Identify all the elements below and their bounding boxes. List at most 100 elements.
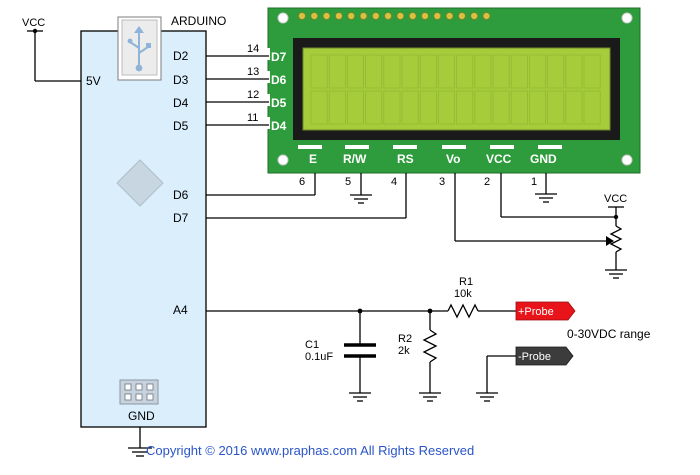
- lcd-pin-vo-label: Vo: [446, 152, 460, 166]
- lcd-pin-11-number: 11: [247, 112, 258, 124]
- lcd-pin-4-number: 4: [391, 176, 397, 188]
- lcd-pin-d6-label: D6: [271, 73, 287, 87]
- lcd-pin-13-number: 13: [247, 66, 259, 78]
- lcd-cell: [547, 90, 565, 125]
- lcd-cell: [310, 90, 328, 125]
- lcd-pin-3-number: 3: [439, 176, 445, 188]
- lcd-module: D7 D6 D5 D4 E R/W RS Vo VCC GND: [266, 7, 641, 174]
- lcd-cell: [437, 90, 455, 125]
- lcd-cell: [401, 54, 419, 89]
- vcc-label-pot: VCC: [604, 193, 627, 205]
- voltage-divider: R1 10k R2 2k C1 0.1uF: [206, 276, 516, 402]
- lcd-pin-d5-label: D5: [271, 96, 287, 110]
- lcd-cell: [365, 90, 383, 125]
- lcd-cell: [529, 54, 547, 89]
- pin-a4-label: A4: [173, 303, 188, 317]
- lcd-header-pin: [409, 12, 417, 20]
- lcd-pin-d7-label: D7: [271, 50, 287, 64]
- lcd-pin-12-number: 12: [247, 89, 259, 101]
- lcd-cell: [346, 54, 364, 89]
- r1-name: R1: [459, 276, 473, 288]
- pin-d3-label: D3: [173, 73, 189, 87]
- lcd-pin-6-number: 6: [299, 176, 305, 188]
- lcd-header-pin: [298, 12, 306, 20]
- lcd-pin-gnd-label: GND: [530, 152, 557, 166]
- lcd-cell: [401, 90, 419, 125]
- lcd-header-pin: [445, 12, 454, 20]
- data-bus-wires: 14 13 12 11: [206, 43, 269, 126]
- r2-name: R2: [398, 333, 412, 345]
- lcd-pin-rs-label: RS: [397, 152, 414, 166]
- arduino-ground: [128, 427, 152, 457]
- pin-d2-label: D2: [173, 49, 189, 63]
- resistor-r1: R1 10k: [447, 276, 516, 319]
- pin-d4-label: D4: [173, 96, 189, 110]
- lcd-cell: [328, 90, 346, 125]
- lcd-cell: [383, 54, 401, 89]
- pin-d7-label: D7: [173, 211, 189, 225]
- lcd-header-pin: [458, 12, 466, 20]
- capacitor-c1: C1 0.1uF: [305, 311, 376, 402]
- lcd-header-pin: [384, 12, 392, 20]
- usb-connector-icon: [117, 16, 162, 81]
- lcd-pin-14-number: 14: [247, 43, 259, 55]
- lcd-header-pin: [335, 12, 343, 20]
- lcd-header-pin: [322, 12, 331, 20]
- lcd-cell: [474, 54, 492, 89]
- lcd-pin-2-number: 2: [484, 176, 490, 188]
- lcd-header-pin: [421, 12, 429, 20]
- lcd-cell: [529, 90, 547, 125]
- lcd-pin-d4-label: D4: [271, 119, 287, 133]
- lcd-header-pin: [347, 12, 355, 20]
- lcd-header-pin: [359, 12, 368, 20]
- lcd-pin-e-label: E: [309, 152, 317, 166]
- lcd-cell: [583, 90, 601, 125]
- icsp-header-icon: [119, 379, 159, 405]
- copyright-notice: Copyright © 2016 www.praphas.com All Rig…: [146, 443, 474, 458]
- lcd-cell: [456, 54, 474, 89]
- lcd-cell: [437, 54, 455, 89]
- lcd-pin-vcc-label: VCC: [486, 152, 512, 166]
- pin-d5-label: D5: [173, 119, 189, 133]
- lcd-cell: [510, 90, 528, 125]
- probe-minus-label: -Probe: [518, 351, 551, 363]
- lcd-cell: [492, 54, 510, 89]
- lcd-header-pin: [470, 12, 478, 20]
- lcd-control-wires: 6 5 4 3 2 1: [206, 173, 619, 242]
- vcc-label-arduino: VCC: [22, 17, 45, 29]
- lcd-cell: [310, 54, 328, 89]
- lcd-cell: [565, 54, 583, 89]
- lcd-pin-1-number: 1: [531, 176, 537, 188]
- r2-value: 2k: [398, 345, 410, 357]
- lcd-cell: [565, 90, 583, 125]
- probe-range-label: 0-30VDC range: [567, 327, 651, 341]
- pin-5v-label: 5V: [86, 74, 101, 88]
- lcd-cell: [583, 54, 601, 89]
- lcd-header-pin: [396, 12, 405, 20]
- vcc-supply-arduino: VCC: [22, 17, 81, 82]
- lcd-cell: [365, 54, 383, 89]
- lcd-pin-5-number: 5: [345, 176, 351, 188]
- arduino-title: ARDUINO: [171, 14, 226, 28]
- lcd-cell: [346, 90, 364, 125]
- lcd-cell: [328, 54, 346, 89]
- probe-plus: +Probe: [515, 301, 576, 321]
- lcd-header-pin: [482, 12, 491, 20]
- probe-minus: -Probe: [476, 346, 574, 402]
- contrast-potentiometer: VCC: [604, 193, 627, 279]
- lcd-cell: [419, 54, 437, 89]
- probe-plus-label: +Probe: [518, 306, 554, 318]
- lcd-character-cells: [310, 54, 601, 125]
- arduino-board: ARDUINO 5V D2 D3 D4 D5 D6 D7 A4 GND: [80, 14, 226, 428]
- lcd-cell: [456, 90, 474, 125]
- c1-name: C1: [305, 339, 319, 351]
- lcd-pin-rw-label: R/W: [343, 152, 367, 166]
- r1-value: 10k: [454, 288, 472, 300]
- mcu-chip-icon: [116, 159, 164, 207]
- c1-value: 0.1uF: [305, 351, 333, 363]
- lcd-header-pin: [310, 12, 318, 20]
- lcd-cell: [510, 54, 528, 89]
- resistor-r2: R2 2k: [398, 311, 441, 402]
- pin-gnd-label: GND: [128, 409, 155, 423]
- lcd-cell: [474, 90, 492, 125]
